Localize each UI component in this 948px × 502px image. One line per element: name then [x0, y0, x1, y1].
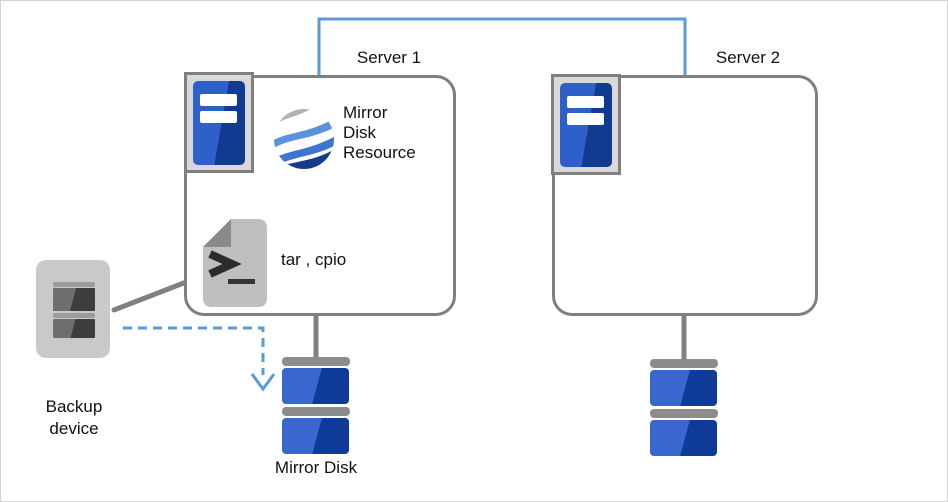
mirror-disk-label: Mirror Disk [274, 458, 358, 477]
disk-platter [650, 370, 717, 406]
wave-globe-icon [274, 109, 334, 169]
tower-drive-bay [567, 95, 604, 108]
mirror-disk-resource-line2: Disk [343, 123, 377, 142]
server1-tower-icon [184, 72, 254, 173]
mirror-disk-resource-line3: Resource [343, 143, 416, 162]
server2-box [552, 75, 818, 316]
disk-platter [282, 418, 349, 454]
mirror-disk-icon-server2 [650, 359, 718, 459]
page-fold [203, 219, 231, 247]
mirror-disk-resource-label: Mirror Disk Resource [343, 103, 416, 163]
prompt-chevron [208, 250, 242, 278]
server2-label: Server 2 [715, 48, 781, 67]
backup-device-label-line1: Backup [45, 397, 103, 416]
mirror-disk-resource-line1: Mirror [343, 103, 388, 122]
slot-lip [53, 282, 95, 287]
server-tower-shape [193, 80, 245, 165]
disk-cap [282, 357, 350, 366]
server2-tower-icon [551, 74, 621, 175]
backup-device-server1-line [111, 278, 192, 313]
tower-drive-bay [200, 93, 237, 106]
disk-platter [650, 420, 717, 456]
slot-lip [53, 313, 95, 318]
disk-platter [282, 368, 349, 404]
tape-slot [53, 319, 95, 338]
tape-backup-device-icon [36, 260, 110, 358]
disk-cap [650, 359, 718, 368]
prompt-underscore [228, 279, 255, 284]
disk-cap [282, 407, 350, 416]
backup-device-label-line2: device [49, 419, 99, 438]
tape-slot [53, 288, 95, 311]
backup-to-disk-dashed-arrow [123, 326, 265, 375]
server-interconnect-line [317, 17, 687, 77]
dashed-arrowhead [250, 373, 276, 392]
mirror-disk-icon-server1 [282, 357, 350, 457]
disk-cap [650, 409, 718, 418]
tower-drive-bay [200, 110, 237, 123]
server1-label: Server 1 [356, 48, 422, 67]
server-tower-shape [560, 82, 612, 167]
tower-drive-bay [567, 112, 604, 125]
terminal-script-file-icon [203, 219, 267, 307]
backup-device-slots [53, 282, 95, 340]
backup-device-label: Backup device [21, 396, 127, 440]
backup-commands-label: tar , cpio [281, 250, 347, 269]
